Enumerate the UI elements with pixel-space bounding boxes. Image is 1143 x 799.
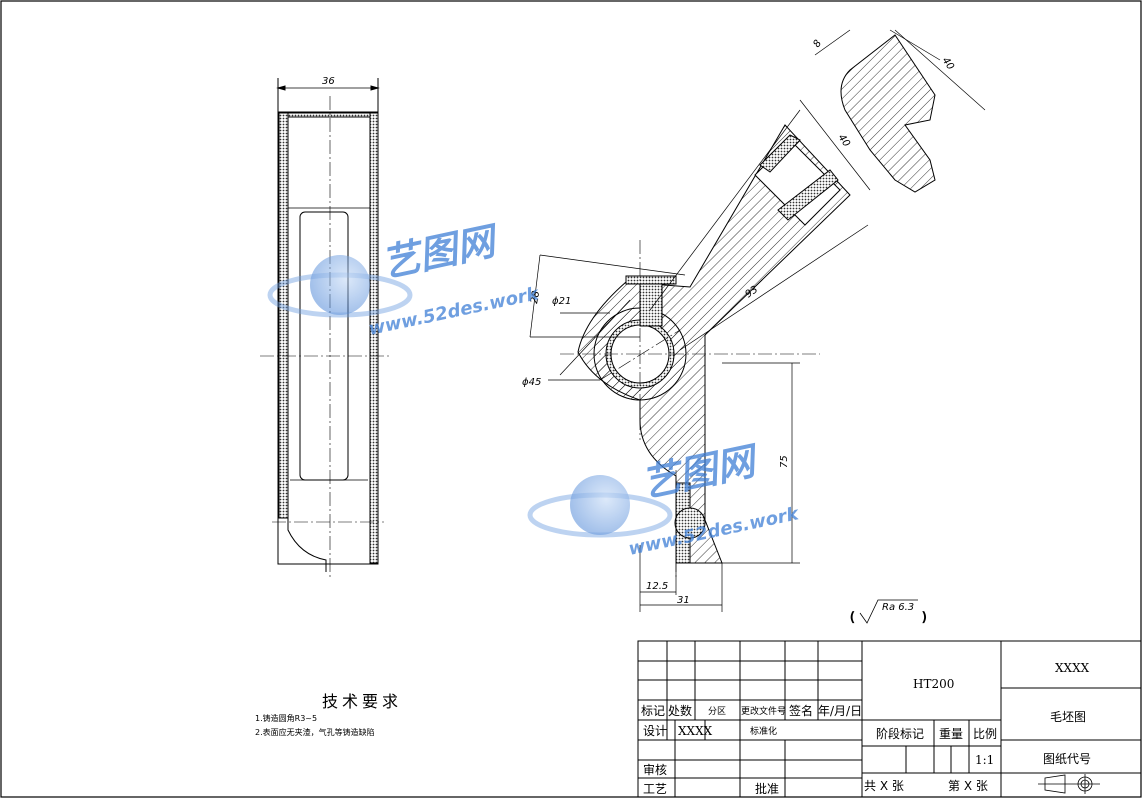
header-zone: 分区	[708, 706, 726, 717]
watermark-brand: 艺图网	[378, 218, 504, 286]
dim-flange-thickness: 8	[811, 38, 824, 50]
dim-boss-diameter: ϕ45	[522, 377, 541, 388]
dim-flange-width: 40	[940, 55, 956, 72]
drawing-code-label: 图纸代号	[1043, 752, 1091, 766]
header-count: 处数	[668, 703, 692, 718]
flange-section	[840, 34, 936, 193]
process-label: 工艺	[643, 782, 667, 796]
drawing-name: 毛坯图	[1050, 710, 1086, 724]
dim-base-offset: 12.5	[646, 581, 668, 592]
scale-label: 比例	[973, 727, 997, 741]
roughness-symbol: ( )	[850, 599, 927, 624]
front-section-view	[529, 29, 986, 612]
roughness-value: Ra 6.3	[882, 602, 914, 613]
header-change-doc: 更改文件号	[741, 705, 786, 717]
svg-text:): )	[922, 610, 927, 624]
sheet-total: 共 X 张	[864, 779, 904, 793]
projection-symbol-icon	[1038, 774, 1100, 794]
watermark-url: www.52des.work	[367, 283, 542, 340]
title-block	[637, 640, 1142, 798]
standardize-label: 标准化	[750, 725, 777, 737]
material: HT200	[913, 677, 954, 691]
technical-requirements-title: 技术要求	[322, 692, 403, 711]
scale-value: 1:1	[975, 753, 994, 767]
svg-text:(: (	[850, 610, 855, 624]
dim-base-width: 31	[677, 595, 690, 606]
dim-bore-diameter: ϕ21	[552, 296, 571, 307]
globe-icon	[310, 255, 370, 315]
requirement-item: 1.铸造圆角R3~5	[255, 714, 318, 723]
company-name: XXXX	[1055, 661, 1090, 675]
weight-label: 重量	[939, 727, 963, 741]
side-view	[260, 78, 390, 580]
dim-arm-width: 40	[836, 132, 852, 149]
dim-side-width: 36	[322, 76, 335, 87]
header-date: 年/月/日	[818, 704, 862, 718]
globe-icon	[570, 475, 630, 535]
sheet-number: 第 X 张	[948, 779, 988, 793]
stage-mark-label: 阶段标记	[876, 726, 924, 741]
designer-name: XXXX	[678, 724, 713, 738]
header-mark: 标记	[641, 704, 665, 718]
header-signature: 签名	[789, 703, 813, 718]
requirement-item: 2.表面应无夹渣，气孔等铸造缺陷	[255, 728, 375, 737]
dim-base-height: 75	[779, 455, 790, 468]
design-label: 设计	[643, 724, 667, 738]
review-label: 审核	[643, 762, 667, 777]
approve-label: 批准	[755, 781, 779, 796]
dim-boss-offset: 28	[529, 290, 542, 304]
